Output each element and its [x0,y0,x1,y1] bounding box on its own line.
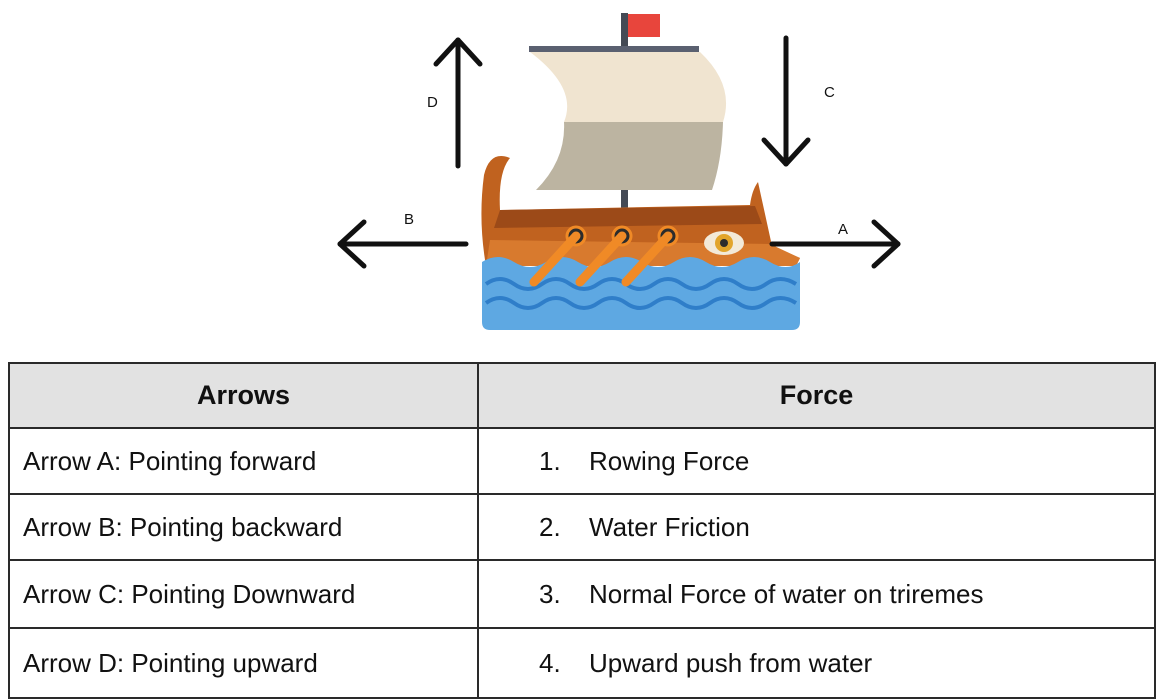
arrow-d [433,37,483,169]
arrow-c-label: C [824,84,835,101]
arrow-b-label: B [404,211,414,228]
table-row: Arrow A: Pointing forward 1. Rowing Force [8,427,1156,495]
table-header-row: Arrows Force [8,362,1156,429]
ship-sail-bottom [536,122,723,190]
oar [621,231,673,287]
list-number: 4. [539,647,561,678]
water-wave [484,296,798,310]
water-body [482,257,800,330]
force-text: Water Friction [589,511,750,542]
header-arrows: Arrows [8,362,479,429]
ship-sail-top [530,52,727,122]
force-cell: 3. Normal Force of water on triremes [477,559,1156,629]
arrow-a-label: A [838,221,848,238]
list-number: 1. [539,445,561,476]
force-cell: 1. Rowing Force [477,427,1156,495]
ship-eye-pupil [720,239,728,247]
arrow-cell: Arrow A: Pointing forward [8,427,479,495]
force-text: Normal Force of water on triremes [589,578,984,609]
trireme-illustration [481,13,800,330]
list-number: 2. [539,511,561,542]
table-row: Arrow C: Pointing Downward 3. Normal Forc… [8,559,1156,629]
oar [529,231,581,287]
arrow-cell: Arrow B: Pointing backward [8,493,479,561]
arrow-force-table: Arrows Force Arrow A: Pointing forward 1… [8,362,1156,699]
table-row: Arrow B: Pointing backward 2. Water Frict… [8,493,1156,561]
ship-hull-band [494,206,762,228]
force-cell: 4. Upward push from water [477,627,1156,699]
arrow-b [337,219,469,269]
ship-yard [529,46,699,52]
header-force: Force [477,362,1156,429]
arrow-a [769,219,901,269]
force-text: Upward push from water [589,647,873,678]
list-number: 3. [539,578,561,609]
arrow-cell: Arrow D: Pointing upward [8,627,479,699]
arrow-cell: Arrow C: Pointing Downward [8,559,479,629]
ship-flag [628,14,660,37]
arrow-c [761,35,811,167]
force-cell: 2. Water Friction [477,493,1156,561]
force-text: Rowing Force [589,445,750,476]
arrow-d-label: D [427,94,438,111]
force-diagram: A B C D [337,13,901,330]
oar [575,231,627,287]
water-wave [484,277,798,291]
table-row: Arrow D: Pointing upward 4. Upward push f… [8,627,1156,699]
